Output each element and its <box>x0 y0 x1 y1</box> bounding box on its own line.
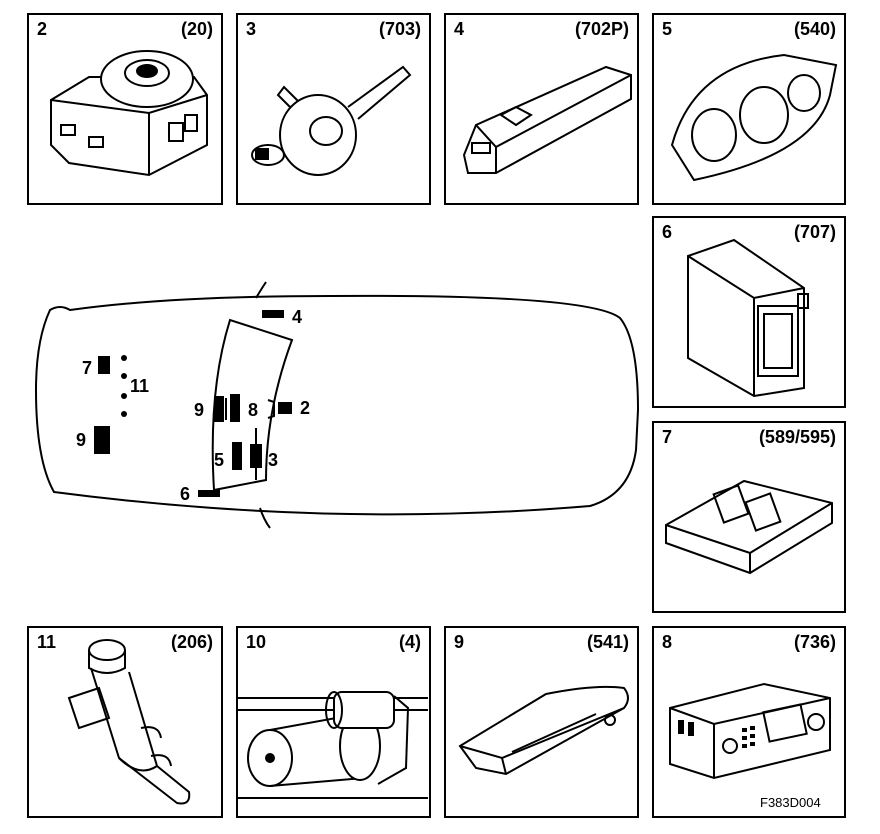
panel-code: (707) <box>793 222 836 242</box>
location-label-7: 7 <box>82 358 92 378</box>
panel-number: 8 <box>662 632 673 652</box>
location-6-marker <box>198 490 220 497</box>
panel-7: 7 (589/595) <box>652 421 846 613</box>
mirror-top <box>255 281 267 299</box>
location-7-marker <box>98 356 110 374</box>
display-unit-541-illustration <box>458 685 629 776</box>
location-11-dot <box>121 393 127 399</box>
panel-code: (736) <box>793 632 836 652</box>
location-label-11: 11 <box>130 376 149 396</box>
fuel-injector-illustration <box>67 639 191 805</box>
panel-11: 11 (206) <box>27 626 223 818</box>
car-body-outline <box>34 294 640 516</box>
figure-code: F383D004 <box>760 795 821 810</box>
panel-2: 2 (20) <box>27 13 223 205</box>
location-label-4: 4 <box>292 307 302 327</box>
location-11-dot <box>121 355 127 361</box>
panel-4: 4 (702P) <box>444 13 639 205</box>
location-label-5: 5 <box>214 450 224 470</box>
location-label-6: 6 <box>180 484 190 504</box>
panel-code: (541) <box>586 632 629 652</box>
location-label-8: 8 <box>248 400 258 420</box>
location-4-marker <box>262 310 284 318</box>
panel-3: 3 (703) <box>236 13 431 205</box>
location-11-dot <box>121 373 127 379</box>
car-location-diagram: 4 7 11 9 9 8 2 5 3 6 <box>34 281 640 529</box>
panel-6: 6 (707) <box>652 216 846 408</box>
panel-number: 10 <box>246 632 267 652</box>
engine-control-module-illustration <box>665 479 833 575</box>
panel-5: 5 (540) <box>652 13 846 205</box>
panel-number: 7 <box>662 427 673 447</box>
panel-code: (703) <box>378 19 421 39</box>
starter-motor-illustration <box>238 691 428 799</box>
location-2-marker <box>278 402 292 414</box>
control-unit-707-illustration <box>687 238 809 398</box>
panel-number: 6 <box>662 222 673 242</box>
steering-column-switch-illustration <box>251 65 412 176</box>
location-8-marker <box>230 394 240 422</box>
panel-9: 9 (541) <box>444 626 639 818</box>
ignition-switch-module-illustration <box>50 50 208 177</box>
panel-number: 4 <box>454 19 465 39</box>
panel-code: (20) <box>180 19 213 39</box>
panel-number: 5 <box>662 19 673 39</box>
panel-code: (206) <box>170 632 213 652</box>
location-9-rear-marker <box>94 426 110 454</box>
panel-number: 11 <box>37 632 57 652</box>
location-9-dash-marker <box>214 396 224 422</box>
instrument-cluster-illustration <box>670 53 838 182</box>
panel-code: (540) <box>793 19 836 39</box>
panel-10: 10 (4) <box>236 626 431 818</box>
location-label-2: 2 <box>300 398 310 418</box>
location-label-3: 3 <box>268 450 278 470</box>
panel-code: (702P) <box>574 19 629 39</box>
panel-number: 9 <box>454 632 465 652</box>
panel-8: 8 (736) F383D004 <box>652 626 846 818</box>
location-label-9-dash: 9 <box>194 400 204 420</box>
panel-code: (589/595) <box>758 427 836 447</box>
radio-unit-illustration <box>669 682 831 780</box>
location-5-marker <box>232 442 242 470</box>
control-unit-702p-illustration <box>462 65 632 174</box>
panel-number: 2 <box>37 19 48 39</box>
panel-code: (4) <box>399 632 421 652</box>
panel-number: 3 <box>246 19 257 39</box>
location-label-9-rear: 9 <box>76 430 86 450</box>
mirror-bottom <box>259 507 271 529</box>
location-11-dot <box>121 411 127 417</box>
